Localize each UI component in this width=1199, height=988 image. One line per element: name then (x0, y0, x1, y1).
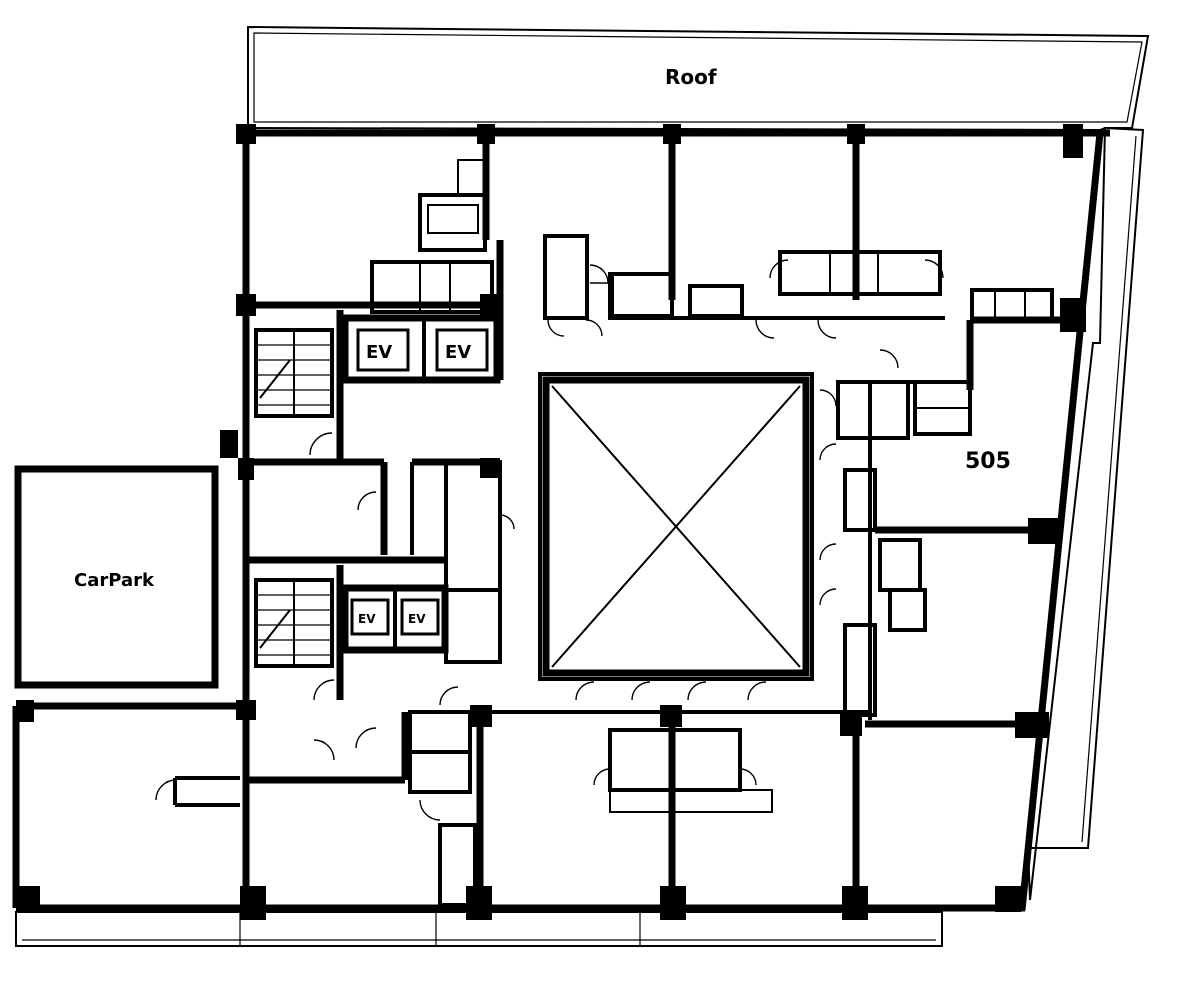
car-park: CarPark (14, 465, 219, 689)
roof-label: Roof (665, 65, 717, 89)
elevator-label-1: EV (366, 342, 392, 363)
elevator-label-2: EV (445, 342, 471, 363)
atrium-void (538, 372, 814, 681)
interior-walls (173, 133, 1085, 908)
doors (155, 259, 944, 821)
elevator-bank-lower: EV EV (341, 584, 449, 654)
car-park-label: CarPark (74, 570, 155, 591)
upper-service-rooms (370, 159, 1054, 322)
elevator-label-3: EV (358, 612, 376, 626)
staircase-upper (254, 328, 334, 418)
roof-area: Roof (247, 25, 1150, 132)
staircase-lower (254, 578, 334, 668)
elevator-label-4: EV (408, 612, 426, 626)
elevator-bank-upper: EV EV (341, 314, 501, 384)
unit-number: 505 (965, 449, 1011, 474)
outer-walls (12, 129, 1110, 912)
